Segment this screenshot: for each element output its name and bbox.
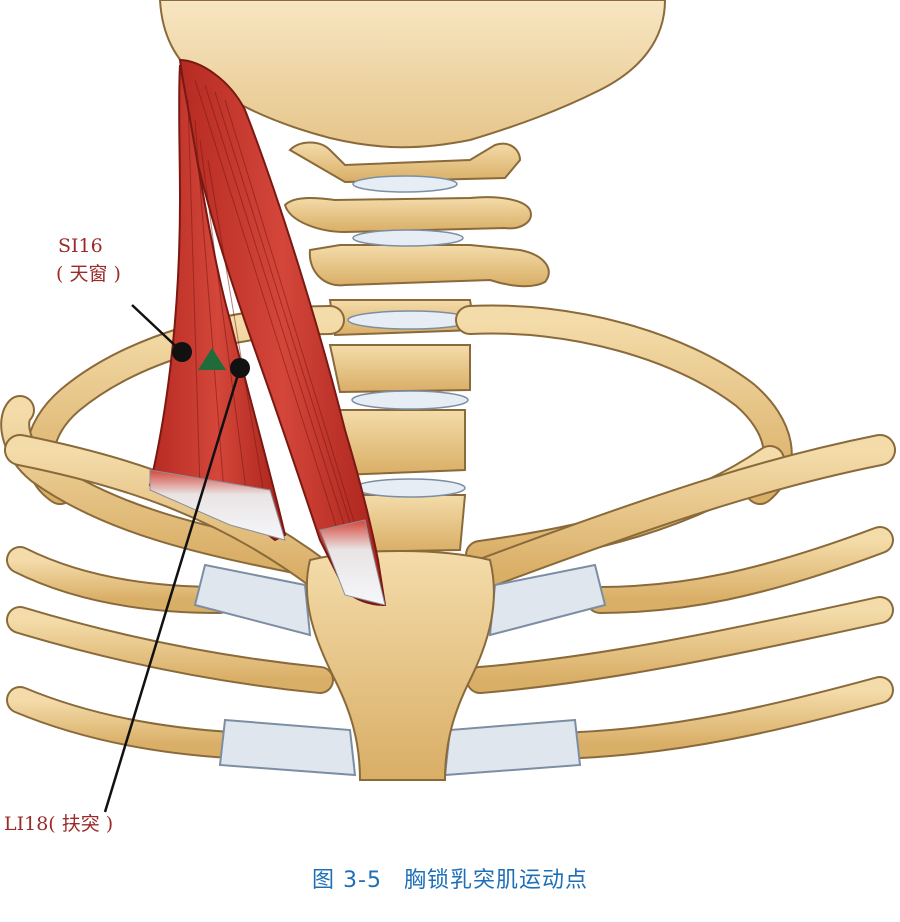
- ribs-right: [455, 304, 894, 759]
- label-si16-code: SI16: [58, 235, 103, 257]
- label-si16-name: ( 天窗 ): [56, 263, 121, 285]
- costal-cartilage: [193, 563, 607, 777]
- figure-caption: 图 3-5 胸锁乳突肌运动点: [0, 862, 900, 894]
- motor-point-si16: [172, 342, 192, 362]
- figure-number: 图 3-5: [312, 868, 382, 893]
- motor-point-triangle: [198, 348, 226, 370]
- figure-title: 胸锁乳突肌运动点: [403, 868, 588, 893]
- leader-lines: [103, 304, 242, 813]
- label-li18: LI18( 扶突 ): [4, 813, 114, 835]
- sternocleidomastoid-muscle: [148, 58, 387, 607]
- motor-point-li18: [230, 358, 250, 378]
- sternum: [305, 550, 495, 781]
- intervertebral-discs: [347, 175, 473, 498]
